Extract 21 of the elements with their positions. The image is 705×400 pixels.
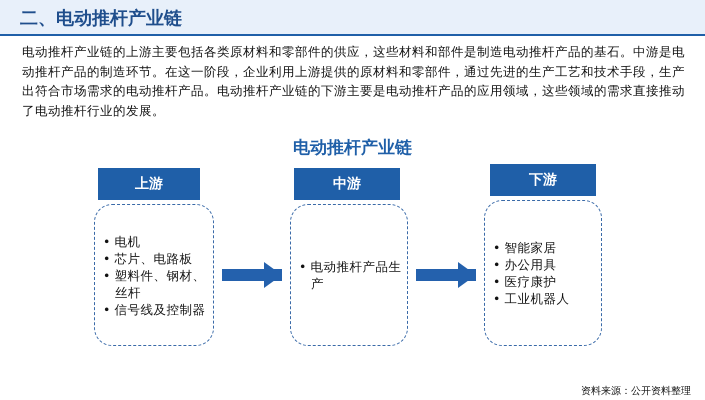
list-item: • 办公用具 [493, 256, 558, 273]
list-item: • 电动推杆产品生产 [299, 258, 402, 292]
block-arrow [416, 262, 476, 288]
stage-card [94, 204, 214, 346]
list-item: • 智能家居 [493, 239, 558, 256]
list-item: • 医疗康护 [493, 273, 558, 290]
subheading: 电动推杆产业链 [293, 138, 412, 158]
list-item: • 电机 [103, 232, 142, 250]
list-item: • 芯片、电路板 [103, 250, 194, 266]
stage-card [290, 204, 408, 346]
list-item: • 塑料件、钢材、丝杆 [103, 266, 206, 300]
block-arrow [222, 262, 282, 288]
stage-header: 上游 [98, 168, 200, 200]
stage-card [484, 200, 602, 346]
stage-header: 下游 [490, 164, 596, 196]
intro-paragraph: 电动推杆产业链的上游主要包括各类原材料和零部件的供应，这些材料和部件是制造电动推杆产品的基石。中游是电动推杆产品的制造环节。在这一阶段，企业利用上游提供的原材料和零部件，通过先进的生产工艺和技术手段，生产出符合市场需求的电动推杆产品。电动推杆产业链的下游主要是电动推杆产品的应用领域，这些领域的需求直接推动了电动推杆行业的发展。 [22, 43, 686, 120]
list-item: • 工业机器人 [493, 290, 570, 307]
source-note: 资料来源：公开资料整理 [581, 384, 691, 398]
page-title: 二、电动推杆产业链 [20, 7, 182, 30]
stage-header: 中游 [294, 168, 400, 200]
list-item: • 信号线及控制器 [103, 300, 206, 318]
